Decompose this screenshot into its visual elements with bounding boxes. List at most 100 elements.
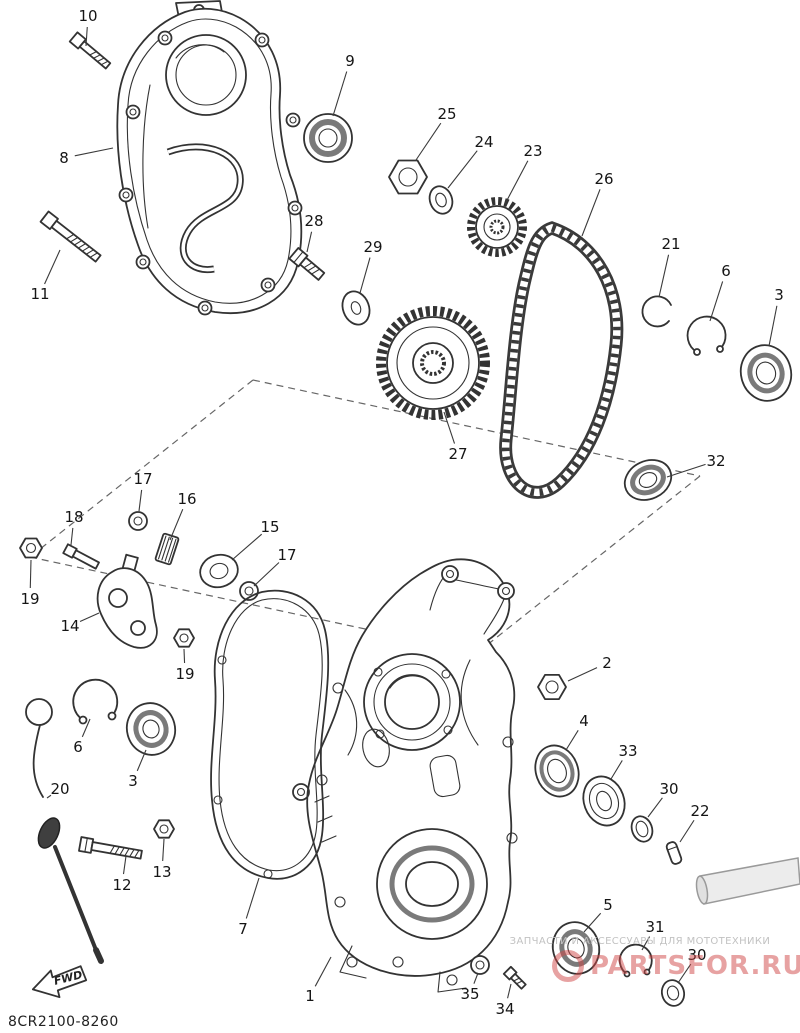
callout-7: 7: [238, 920, 248, 938]
callout-leader-6: [81, 718, 91, 738]
callout-leader-13: [162, 838, 165, 862]
callout-31: 31: [645, 918, 664, 936]
callout-17: 17: [133, 470, 152, 488]
callout-leader-22: [679, 819, 695, 843]
callout-leader-20: [46, 794, 52, 799]
part-30-oring-lower: [660, 979, 686, 1007]
part-31-circlip: [618, 943, 653, 978]
part-6-circlip-left: [72, 678, 119, 725]
callout-leader-28: [306, 231, 313, 253]
part-19-nut-upper: [19, 537, 43, 559]
assembly-axis-lines: [29, 379, 701, 654]
callout-10: 10: [78, 7, 97, 25]
callout-24: 24: [474, 133, 493, 151]
callout-21: 21: [661, 235, 680, 253]
callout-leader-23: [504, 160, 529, 205]
callout-leader-26: [581, 189, 601, 237]
part-4-oil-seal: [534, 744, 580, 798]
callout-33: 33: [618, 742, 637, 760]
part-15-collar: [199, 553, 239, 589]
cover-opening: [165, 34, 247, 116]
part-22-dowel-pin: [665, 841, 683, 865]
callout-leader-17: [138, 489, 143, 512]
callout-leader-33: [610, 760, 623, 780]
callout-6: 6: [721, 262, 731, 280]
part-27-gear: [376, 306, 490, 420]
callout-27: 27: [448, 445, 467, 463]
callout-1: 1: [305, 987, 315, 1005]
callout-4: 4: [579, 712, 589, 730]
callout-leader-1: [314, 956, 332, 987]
part-11-bolt: [39, 210, 102, 263]
part-28-bolt: [288, 247, 326, 281]
callout-22: 22: [690, 802, 709, 820]
part-34-bolt: [502, 965, 527, 990]
part-32-oil-seal: [623, 459, 673, 501]
callout-3: 3: [774, 286, 784, 304]
callout-leader-5: [583, 912, 602, 933]
callout-9: 9: [345, 52, 355, 70]
callout-leader-8: [74, 147, 114, 157]
part-29-washer: [341, 290, 371, 326]
callout-leader-17: [253, 562, 280, 587]
callout-leader-19: [29, 559, 32, 589]
callout-30: 30: [659, 780, 678, 798]
callout-leader-24: [447, 150, 478, 189]
callout-leader-3: [136, 749, 147, 772]
part-30-oring-upper: [630, 815, 654, 843]
callout-leader-7: [245, 877, 260, 919]
part-3-bearing-left: [125, 702, 177, 756]
callout-leader-4: [565, 730, 579, 751]
callout-16: 16: [177, 490, 196, 508]
callout-leader-31: [641, 936, 651, 951]
callout-30: 30: [687, 946, 706, 964]
callout-leader-18: [70, 527, 74, 546]
crankshaft-end: [695, 857, 800, 905]
callout-29: 29: [363, 238, 382, 256]
part-35-washer: [470, 955, 490, 975]
callout-leader-34: [507, 983, 512, 999]
callout-leader-30: [677, 963, 692, 984]
callout-17: 17: [277, 546, 296, 564]
callout-19: 19: [175, 665, 194, 683]
callout-6: 6: [73, 738, 83, 756]
callout-5: 5: [603, 896, 613, 914]
callout-leader-2: [567, 667, 598, 682]
fwd-arrow: FWD: [31, 965, 88, 999]
callout-13: 13: [152, 863, 171, 881]
callout-leader-30: [647, 797, 663, 818]
part-26-cam-chain: [499, 221, 624, 499]
callout-leader-6: [709, 281, 724, 322]
part-24-washer: [428, 185, 454, 215]
part-14-tensioner-body: [96, 553, 158, 649]
callout-35: 35: [460, 985, 479, 1003]
part-18-pin: [62, 543, 100, 570]
part-12-bolt: [78, 836, 143, 860]
part-1-crankcase: [306, 558, 518, 993]
part-33-seal: [582, 775, 626, 827]
part-25-nut: [388, 159, 428, 195]
callout-2: 2: [602, 654, 612, 672]
callout-leader-10: [85, 26, 88, 47]
callout-leader-35: [473, 972, 479, 984]
cover-bolt-ears: [118, 30, 303, 316]
part-10-bolt: [68, 31, 112, 70]
part-20-dipstick: [25, 698, 104, 964]
callout-leader-16: [169, 508, 184, 541]
part-9-oil-seal: [303, 113, 353, 163]
callout-19: 19: [20, 590, 39, 608]
callout-3: 3: [128, 772, 138, 790]
part-3-bearing-right: [739, 344, 793, 402]
callout-leader-29: [359, 257, 371, 294]
callout-34: 34: [495, 1000, 514, 1018]
callout-leader-11: [44, 249, 61, 285]
callout-leader-9: [332, 71, 348, 117]
part-5-bearing: [551, 921, 601, 975]
callout-leader-32: [666, 463, 706, 478]
callout-leader-19: [183, 648, 186, 664]
callout-8: 8: [59, 149, 69, 167]
callout-20: 20: [50, 780, 69, 798]
callout-26: 26: [594, 170, 613, 188]
